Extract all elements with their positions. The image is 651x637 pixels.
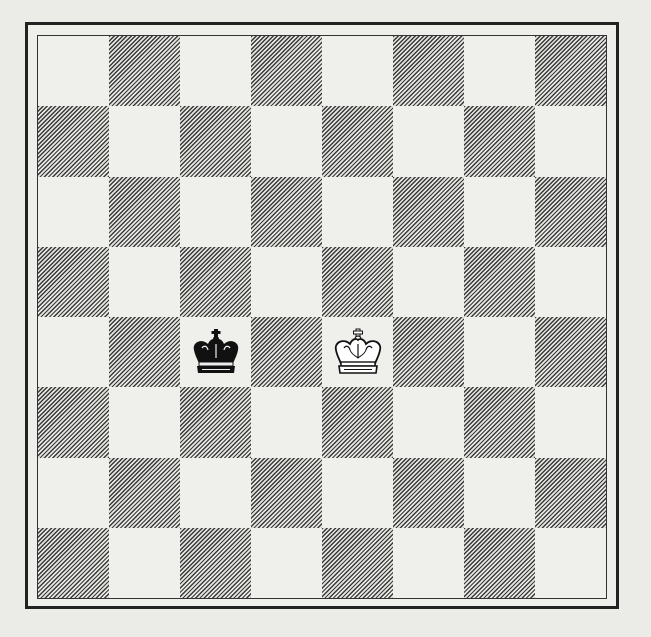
square-h2[interactable] [535, 457, 606, 528]
square-g3[interactable] [464, 387, 535, 458]
square-h8[interactable] [535, 36, 606, 107]
square-a4[interactable] [38, 317, 109, 388]
square-a1[interactable] [38, 527, 109, 598]
square-a5[interactable] [38, 246, 109, 317]
square-d3[interactable] [251, 387, 322, 458]
square-e1[interactable] [322, 527, 393, 598]
square-f4[interactable] [393, 317, 464, 388]
square-e6[interactable] [322, 176, 393, 247]
square-h3[interactable] [535, 387, 606, 458]
square-c5[interactable] [180, 246, 251, 317]
chess-board[interactable] [37, 35, 607, 599]
square-d5[interactable] [251, 246, 322, 317]
black-king-icon[interactable] [188, 328, 244, 376]
square-e4[interactable] [322, 317, 393, 388]
square-c2[interactable] [180, 457, 251, 528]
square-e3[interactable] [322, 387, 393, 458]
square-b6[interactable] [109, 176, 180, 247]
square-a7[interactable] [38, 106, 109, 177]
square-b7[interactable] [109, 106, 180, 177]
square-c7[interactable] [180, 106, 251, 177]
square-a6[interactable] [38, 176, 109, 247]
square-b5[interactable] [109, 246, 180, 317]
square-h1[interactable] [535, 527, 606, 598]
square-h6[interactable] [535, 176, 606, 247]
square-d1[interactable] [251, 527, 322, 598]
square-d7[interactable] [251, 106, 322, 177]
square-d4[interactable] [251, 317, 322, 388]
square-f7[interactable] [393, 106, 464, 177]
square-d2[interactable] [251, 457, 322, 528]
square-c8[interactable] [180, 36, 251, 107]
square-h4[interactable] [535, 317, 606, 388]
square-f3[interactable] [393, 387, 464, 458]
square-g8[interactable] [464, 36, 535, 107]
square-f6[interactable] [393, 176, 464, 247]
square-c1[interactable] [180, 527, 251, 598]
square-b1[interactable] [109, 527, 180, 598]
square-e2[interactable] [322, 457, 393, 528]
square-b4[interactable] [109, 317, 180, 388]
square-a3[interactable] [38, 387, 109, 458]
square-c3[interactable] [180, 387, 251, 458]
square-g7[interactable] [464, 106, 535, 177]
square-g1[interactable] [464, 527, 535, 598]
square-e7[interactable] [322, 106, 393, 177]
square-f5[interactable] [393, 246, 464, 317]
square-g2[interactable] [464, 457, 535, 528]
square-c6[interactable] [180, 176, 251, 247]
square-a8[interactable] [38, 36, 109, 107]
square-f2[interactable] [393, 457, 464, 528]
square-g6[interactable] [464, 176, 535, 247]
square-g4[interactable] [464, 317, 535, 388]
square-f1[interactable] [393, 527, 464, 598]
white-king-icon[interactable] [330, 328, 386, 376]
square-f8[interactable] [393, 36, 464, 107]
square-b3[interactable] [109, 387, 180, 458]
square-d6[interactable] [251, 176, 322, 247]
square-h7[interactable] [535, 106, 606, 177]
square-b8[interactable] [109, 36, 180, 107]
square-c4[interactable] [180, 317, 251, 388]
square-e8[interactable] [322, 36, 393, 107]
square-g5[interactable] [464, 246, 535, 317]
square-d8[interactable] [251, 36, 322, 107]
square-h5[interactable] [535, 246, 606, 317]
square-e5[interactable] [322, 246, 393, 317]
square-a2[interactable] [38, 457, 109, 528]
square-b2[interactable] [109, 457, 180, 528]
